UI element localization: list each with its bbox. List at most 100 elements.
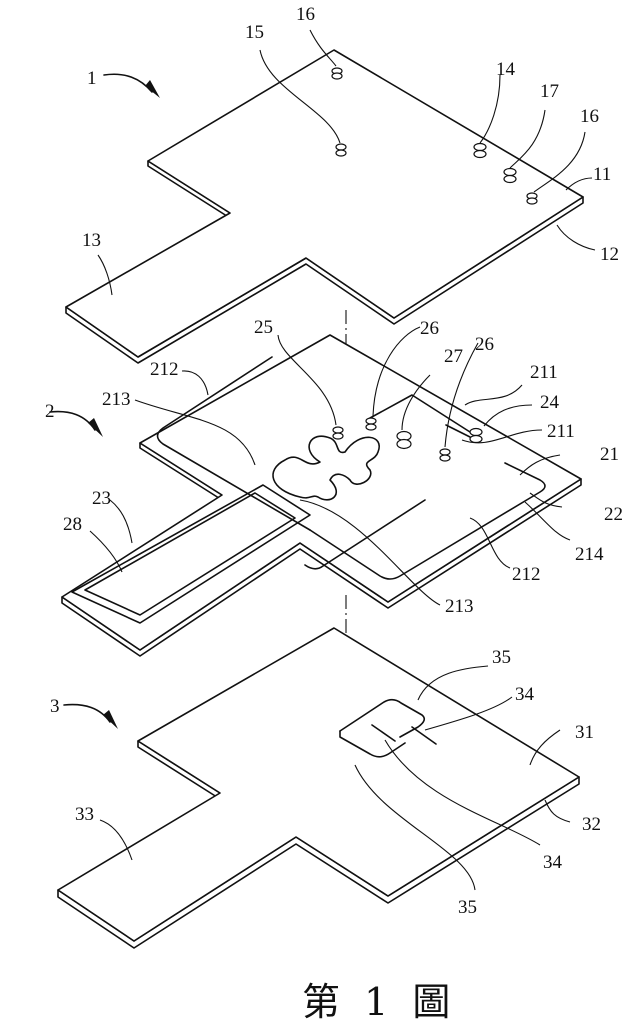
leader-25	[277, 334, 337, 426]
leader-213-upper	[134, 399, 256, 466]
slot-34-left	[371, 724, 396, 742]
label-22: 22	[604, 504, 623, 525]
arrow-2-head	[88, 418, 103, 437]
leader-35-upper	[417, 665, 489, 701]
label-24: 24	[540, 392, 560, 413]
label-2: 2	[45, 401, 55, 422]
label-16-top: 16	[296, 4, 315, 25]
label-27: 27	[444, 346, 463, 367]
pin-26-left	[365, 417, 377, 431]
arrow-3-head	[103, 710, 118, 729]
pin-27	[396, 430, 412, 450]
layer-2-board	[49, 326, 582, 657]
label-12: 12	[600, 244, 619, 265]
leader-26-left	[372, 326, 421, 417]
leader-13	[97, 254, 113, 296]
label-212-upper: 212	[150, 359, 179, 380]
leader-34-upper	[424, 696, 513, 731]
leader-22	[529, 492, 563, 508]
arrow-1-head	[145, 80, 160, 98]
label-34-upper: 34	[515, 684, 535, 705]
label-16-right: 16	[580, 106, 599, 127]
layer-1-plate	[65, 29, 596, 364]
pin-17	[503, 167, 517, 184]
pin-25	[332, 426, 344, 440]
label-26-right: 26	[475, 334, 494, 355]
pin-15	[335, 143, 347, 157]
leader-21	[519, 454, 561, 476]
label-214: 214	[575, 544, 604, 565]
leader-16-right	[533, 131, 586, 193]
leader-34-lower	[384, 739, 541, 846]
layer-2-top-face	[61, 334, 582, 651]
arrow-3	[63, 703, 111, 723]
leader-14	[479, 74, 501, 144]
label-28: 28	[63, 514, 82, 535]
leader-27	[401, 374, 431, 431]
leader-32	[544, 799, 571, 823]
leader-35-lower	[354, 764, 476, 891]
label-212-lower: 212	[512, 564, 541, 585]
leader-213-lower	[299, 499, 441, 606]
label-35-lower: 35	[458, 897, 477, 918]
label-13: 13	[82, 230, 101, 251]
slot-35-upper	[339, 698, 426, 738]
label-15: 15	[245, 22, 264, 43]
label-23: 23	[92, 488, 111, 509]
pin-26-right	[439, 448, 451, 462]
label-14: 14	[496, 59, 516, 80]
leader-214	[524, 501, 571, 541]
leader-212-lower	[469, 517, 511, 569]
leader-11	[565, 177, 593, 191]
leader-211-upper	[464, 384, 523, 406]
figure-caption: 第 1 圖	[302, 980, 456, 1024]
label-11: 11	[593, 164, 611, 185]
slot-34-right	[411, 726, 437, 745]
leader-17	[509, 109, 546, 169]
leader-31	[529, 729, 561, 766]
pin-16-right	[526, 192, 538, 205]
feed-line-23	[71, 484, 311, 624]
arrow-1	[103, 73, 153, 93]
reference-numerals: 1 16 15 14 17 16 11 12 13 2 25 26 27 26 …	[45, 4, 623, 1024]
label-1: 1	[87, 68, 97, 89]
leader-23	[109, 499, 133, 544]
trace-214	[309, 462, 546, 580]
label-211-lower: 211	[547, 421, 575, 442]
arrow-2	[49, 410, 96, 431]
label-211-upper: 211	[530, 362, 558, 383]
trace-212-upper	[156, 356, 311, 531]
label-21: 21	[600, 444, 619, 465]
label-213-upper: 213	[102, 389, 131, 410]
pin-14	[473, 142, 487, 159]
label-35-upper: 35	[492, 647, 511, 668]
leader-15	[259, 49, 341, 144]
leader-12	[556, 224, 596, 251]
cloverleaf-213	[272, 435, 380, 501]
leader-33	[99, 819, 133, 861]
layer-3-top-face	[57, 627, 580, 942]
leader-212-upper	[181, 370, 209, 396]
trace-211-upper	[369, 394, 471, 433]
label-3: 3	[50, 696, 60, 717]
label-213-lower: 213	[445, 596, 474, 617]
label-26-left: 26	[420, 318, 439, 339]
leader-24	[483, 404, 533, 427]
label-31: 31	[575, 722, 594, 743]
layer-1-top-face	[65, 49, 584, 358]
leader-26-right	[444, 342, 479, 448]
label-34-lower: 34	[543, 852, 563, 873]
feed-line-28-inner	[84, 492, 296, 616]
label-25: 25	[254, 317, 273, 338]
pin-16-top	[331, 67, 343, 80]
trace-212-lower	[304, 499, 426, 570]
leader-211-lower	[461, 429, 543, 444]
leader-28	[89, 530, 123, 573]
trace-211-lower	[445, 424, 471, 438]
slot-35-lower	[339, 730, 406, 758]
label-32: 32	[582, 814, 601, 835]
label-17: 17	[540, 81, 559, 102]
leader-16-top	[309, 29, 337, 67]
layer-3-plate	[57, 627, 580, 949]
